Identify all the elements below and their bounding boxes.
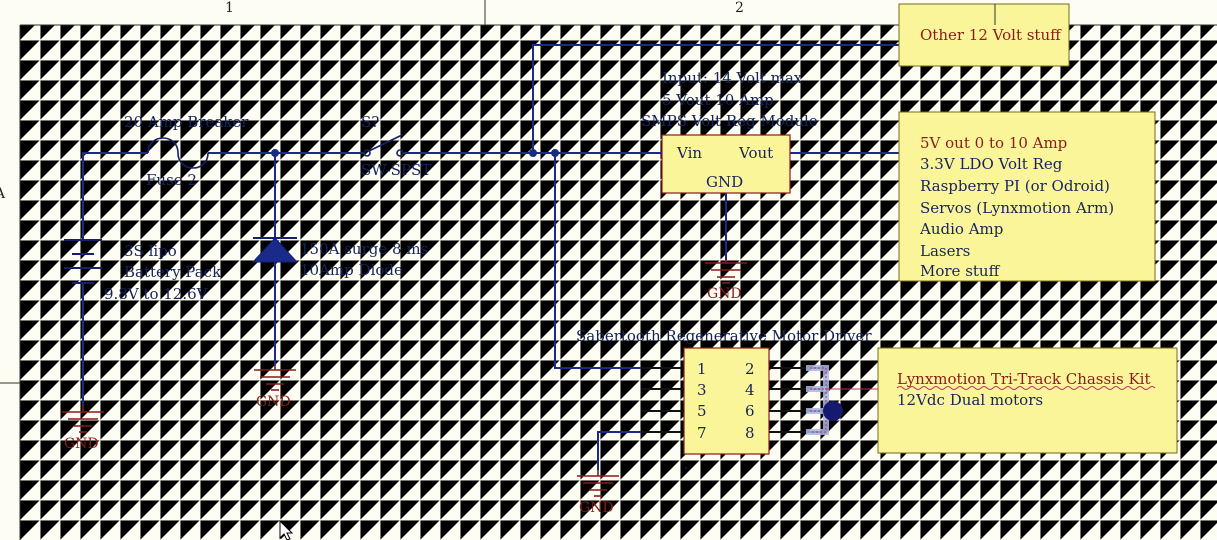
regulator-title-1: Input: 14 Volt max xyxy=(662,69,803,87)
note-five-volt-line-6: Lasers xyxy=(920,242,970,260)
switch-spst[interactable]: S? SW-SPST xyxy=(361,113,431,179)
ground-symbol-regulator: GND xyxy=(705,260,747,302)
note-five-volt-line-4: Servos (Lynxmotion Arm) xyxy=(920,199,1114,217)
selected-net-highlight[interactable] xyxy=(806,365,900,435)
note-chassis-line-1: Lynxmotion Tri-Track Chassis Kit xyxy=(897,370,1150,388)
column-label-1: 1 xyxy=(225,0,234,16)
ground-label: GND xyxy=(707,286,742,302)
motor-pin-8: 8 xyxy=(745,424,755,442)
motor-pin-7: 7 xyxy=(697,424,707,442)
motor-driver-title: Sabertooth Regenerative Motor Driver xyxy=(576,327,872,345)
motor-pin-4: 4 xyxy=(745,381,755,399)
note-chassis-line-2: 12Vdc Dual motors xyxy=(897,391,1043,409)
note-five-volt-line-7: More stuff xyxy=(920,262,1001,280)
regulator-pin-gnd: GND xyxy=(706,173,743,191)
note-five-volt-line-3: Raspberry PI (or Odroid) xyxy=(920,177,1110,195)
junction-dot xyxy=(551,149,559,157)
switch-designator: S? xyxy=(361,113,379,131)
ground-symbol-motor-driver: GND xyxy=(577,470,619,516)
row-label-a: A xyxy=(0,186,6,202)
wires[interactable] xyxy=(82,44,900,470)
battery-label-2: Battery Pack xyxy=(124,263,222,281)
fuse-value: 20 Amp Breaker xyxy=(124,113,249,131)
note-five-volt[interactable]: 5V out 0 to 10 Amp 3.3V LDO Volt Reg Ras… xyxy=(898,111,1156,282)
battery-pack[interactable]: 3S lipo Battery Pack 9.8V to 12.6V xyxy=(64,239,222,303)
junction-dot xyxy=(271,149,279,157)
motor-pin-6: 6 xyxy=(745,402,755,420)
ground-label: GND xyxy=(64,436,99,452)
note-five-volt-line-1: 5V out 0 to 10 Amp xyxy=(920,134,1067,152)
note-five-volt-line-2: 3.3V LDO Volt Reg xyxy=(920,155,1063,173)
fuse-2[interactable]: 20 Amp Breaker Fuse 2 xyxy=(124,113,249,189)
diode-label-1: 150A surge 8 ms xyxy=(300,240,428,258)
diode-label-2: 10Amp Diode xyxy=(300,261,403,279)
ground-symbol-battery: GND xyxy=(62,405,104,452)
note-chassis[interactable]: Lynxmotion Tri-Track Chassis Kit 12Vdc D… xyxy=(877,347,1178,454)
motor-pin-1: 1 xyxy=(697,360,707,378)
voltage-regulator[interactable]: Input: 14 Volt max 5 Vout 10 Amp SMPS Vo… xyxy=(641,69,818,194)
ground-label: GND xyxy=(579,500,614,516)
motor-pin-3: 3 xyxy=(697,381,707,399)
regulator-title-2: 5 Vout 10 Amp xyxy=(662,91,774,109)
junction-dot xyxy=(529,149,537,157)
switch-type: SW-SPST xyxy=(361,161,431,179)
motor-pin-5: 5 xyxy=(697,402,707,420)
regulator-pin-vout: Vout xyxy=(738,144,773,162)
note-twelve-volt[interactable]: Other 12 Volt stuff xyxy=(898,3,1070,67)
motor-driver[interactable]: Sabertooth Regenerative Motor Driver 1 3… xyxy=(576,327,872,469)
regulator-title-3: SMPS Volt Reg Module xyxy=(641,112,818,130)
ground-label: GND xyxy=(256,394,291,410)
fuse-designator: Fuse 2 xyxy=(146,171,197,189)
motor-pin-2: 2 xyxy=(745,360,755,378)
note-twelve-volt-text: Other 12 Volt stuff xyxy=(920,26,1062,44)
regulator-pin-vin: Vin xyxy=(676,144,702,162)
diode[interactable]: 150A surge 8 ms 10Amp Diode xyxy=(251,237,428,279)
column-label-2: 2 xyxy=(735,0,744,16)
battery-label-3: 9.8V to 12.6V xyxy=(104,285,209,303)
note-five-volt-line-5: Audio Amp xyxy=(919,220,1003,238)
ground-symbol-diode: GND xyxy=(254,365,296,410)
net-junction-dot[interactable] xyxy=(823,401,843,421)
spellcheck-squiggle xyxy=(896,386,1156,390)
battery-label-1: 3S lipo xyxy=(124,242,177,260)
